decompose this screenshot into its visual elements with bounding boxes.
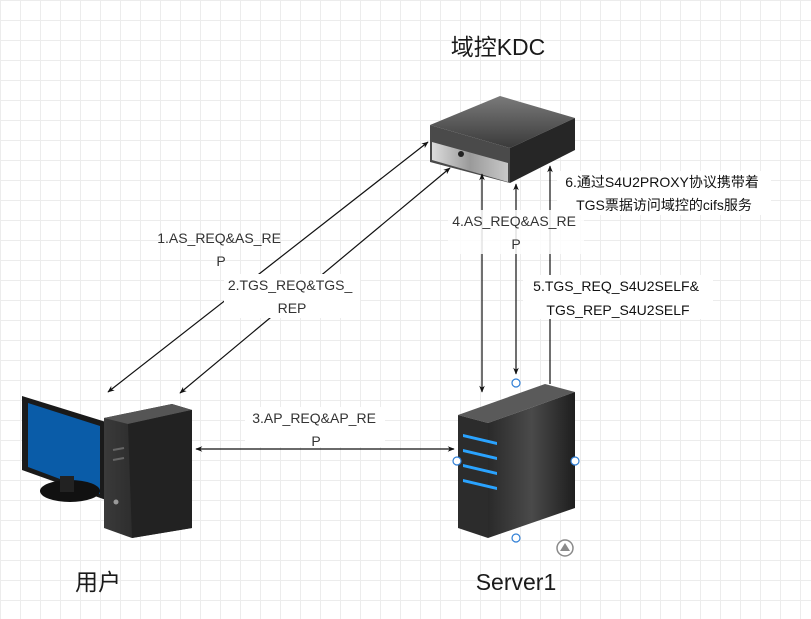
edge-as-req-user[interactable] [107, 141, 429, 393]
connection-handle-bottom[interactable] [511, 533, 521, 543]
kdc-label: 域控KDC [451, 34, 546, 60]
connection-handle-top[interactable] [511, 378, 521, 388]
edge-label-s4u2proxy: 6.通过S4U2PROXY协议携带着 TGS票据访问域控的cifs服务 [565, 174, 763, 213]
tower-server-icon[interactable] [452, 378, 580, 543]
kdc-server-icon[interactable] [430, 96, 575, 183]
server-led-strips [463, 434, 497, 490]
edge-label-s4u2self: 5.TGS_REQ_S4U2SELF& TGS_REP_S4U2SELF [533, 278, 703, 318]
connection-handle-left[interactable] [452, 456, 462, 466]
desktop-computer-icon[interactable] [22, 396, 192, 538]
server-label: Server1 [476, 569, 557, 595]
edge-label-as-req-server: 4.AS_REQ&AS_RE P [452, 213, 580, 252]
user-label: 用户 [75, 569, 121, 595]
edge-label-ap-req: 3.AP_REQ&AP_RE P [252, 410, 380, 449]
edge-label-tgs-req-user: 2.TGS_REQ&TGS_ REP [228, 277, 356, 316]
rotate-handle-icon[interactable] [556, 539, 574, 557]
edge-label-as-req-user: 1.AS_REQ&AS_RE P [157, 230, 285, 269]
connection-handle-right[interactable] [570, 456, 580, 466]
